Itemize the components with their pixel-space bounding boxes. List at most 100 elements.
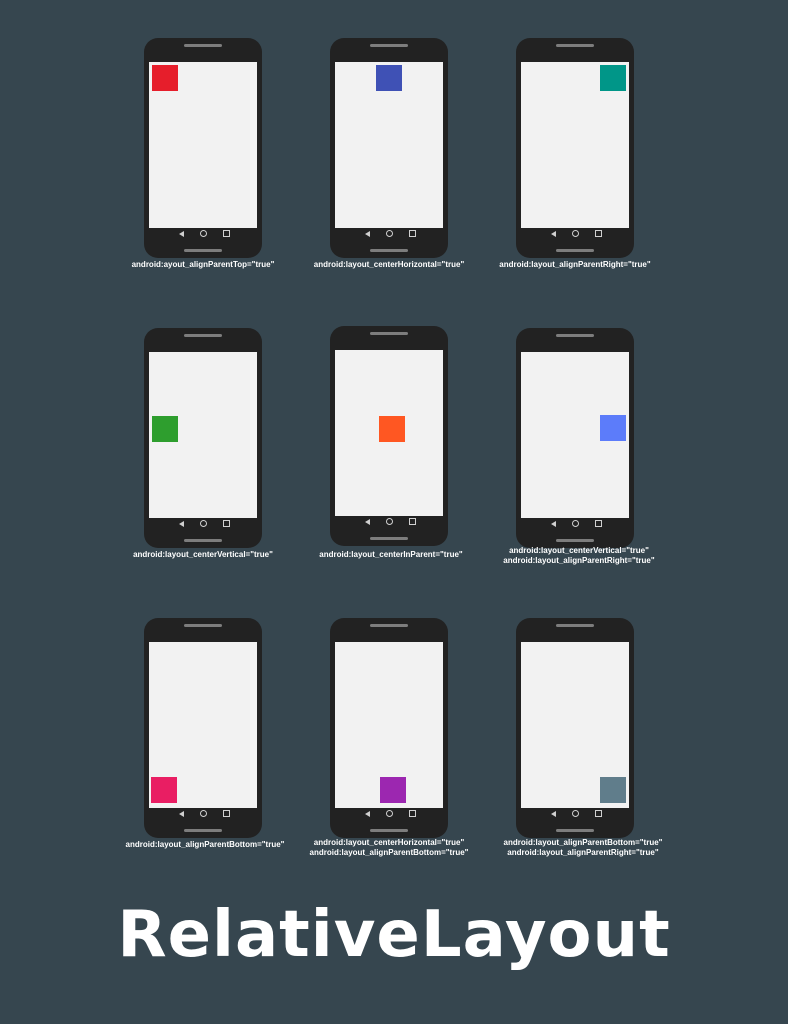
home-icon	[200, 810, 207, 817]
home-icon	[200, 230, 207, 237]
speaker	[556, 44, 594, 47]
back-icon	[551, 521, 556, 527]
nav-bar	[335, 229, 443, 239]
bottom-bar	[370, 537, 408, 540]
speaker	[556, 334, 594, 337]
home-icon	[386, 518, 393, 525]
phone-screen	[521, 352, 629, 518]
recents-icon	[223, 810, 230, 817]
nav-bar	[149, 809, 257, 819]
caption-align-parent-bottom: android:layout_alignParentBottom="true"	[110, 840, 300, 850]
recents-icon	[409, 518, 416, 525]
home-icon	[572, 520, 579, 527]
phone-screen	[335, 350, 443, 516]
caption-line: android:layout_alignParentBottom="true"	[309, 848, 469, 857]
phone-center-horizontal-bottom	[330, 618, 448, 838]
phone-center-horizontal	[330, 38, 448, 258]
box-align-parent-top	[152, 65, 178, 91]
back-icon	[179, 521, 184, 527]
caption-center-in-parent: android:layout_centerInParent="true"	[296, 550, 486, 560]
caption-center-vertical-right: android:layout_centerVertical="true" and…	[484, 546, 674, 566]
home-icon	[386, 230, 393, 237]
bottom-bar	[556, 249, 594, 252]
back-icon	[365, 811, 370, 817]
caption-line: android:layout_alignParentBottom="true"	[125, 840, 285, 849]
caption-align-parent-top: android:ayout_alignParentTop="true"	[108, 260, 298, 270]
recents-icon	[409, 230, 416, 237]
bottom-bar	[370, 249, 408, 252]
box-align-parent-bottom-right	[600, 777, 626, 803]
back-icon	[179, 811, 184, 817]
bottom-bar	[184, 829, 222, 832]
caption-center-horizontal-bottom: android:layout_centerHorizontal="true" a…	[294, 838, 484, 858]
phone-center-vertical	[144, 328, 262, 548]
box-align-parent-bottom	[151, 777, 177, 803]
phone-screen	[149, 352, 257, 518]
caption-align-parent-right: android:layout_alignParentRight="true"	[480, 260, 670, 270]
phone-center-in-parent	[330, 326, 448, 546]
back-icon	[365, 231, 370, 237]
box-center-horizontal	[376, 65, 402, 91]
speaker	[556, 624, 594, 627]
back-icon	[365, 519, 370, 525]
back-icon	[551, 231, 556, 237]
phone-screen	[521, 642, 629, 808]
caption-line: android:layout_centerInParent="true"	[319, 550, 463, 559]
home-icon	[200, 520, 207, 527]
nav-bar	[335, 517, 443, 527]
box-align-parent-right	[600, 65, 626, 91]
box-center-vertical-right	[600, 415, 626, 441]
bottom-bar	[184, 539, 222, 542]
caption-center-vertical: android:layout_centerVertical="true"	[108, 550, 298, 560]
nav-bar	[335, 809, 443, 819]
caption-line: android:layout_alignParentBottom="true"	[503, 838, 663, 847]
caption-line: android:layout_centerHorizontal="true"	[313, 260, 465, 269]
box-center-vertical	[152, 416, 178, 442]
speaker	[370, 332, 408, 335]
box-center-horizontal-bottom	[380, 777, 406, 803]
caption-line: android:layout_centerHorizontal="true"	[313, 838, 465, 847]
home-icon	[386, 810, 393, 817]
page-title: RelativeLayout	[117, 898, 671, 972]
recents-icon	[595, 520, 602, 527]
caption-line: android:layout_alignParentRight="true"	[499, 260, 651, 269]
phone-align-parent-bottom-right	[516, 618, 634, 838]
phone-screen	[149, 62, 257, 228]
speaker	[184, 44, 222, 47]
phone-align-parent-top	[144, 38, 262, 258]
back-icon	[179, 231, 184, 237]
home-icon	[572, 810, 579, 817]
recents-icon	[595, 810, 602, 817]
recents-icon	[223, 520, 230, 527]
caption-line: android:layout_centerVertical="true"	[509, 546, 649, 555]
bottom-bar	[556, 539, 594, 542]
phone-screen	[149, 642, 257, 808]
nav-bar	[521, 229, 629, 239]
nav-bar	[149, 229, 257, 239]
nav-bar	[521, 809, 629, 819]
home-icon	[572, 230, 579, 237]
caption-line: android:ayout_alignParentTop="true"	[131, 260, 275, 269]
recents-icon	[409, 810, 416, 817]
speaker	[370, 44, 408, 47]
back-icon	[551, 811, 556, 817]
caption-line: android:layout_alignParentRight="true"	[507, 848, 659, 857]
caption-line: android:layout_centerVertical="true"	[133, 550, 273, 559]
phone-screen	[335, 62, 443, 228]
phone-center-vertical-right	[516, 328, 634, 548]
phone-align-parent-right	[516, 38, 634, 258]
speaker	[370, 624, 408, 627]
speaker	[184, 334, 222, 337]
recents-icon	[595, 230, 602, 237]
speaker	[184, 624, 222, 627]
caption-line: android:layout_alignParentRight="true"	[503, 556, 655, 565]
caption-center-horizontal: android:layout_centerHorizontal="true"	[294, 260, 484, 270]
nav-bar	[149, 519, 257, 529]
bottom-bar	[184, 249, 222, 252]
phone-screen	[521, 62, 629, 228]
caption-align-parent-bottom-right: android:layout_alignParentBottom="true" …	[488, 838, 678, 858]
box-center-in-parent	[379, 416, 405, 442]
phone-screen	[335, 642, 443, 808]
bottom-bar	[556, 829, 594, 832]
